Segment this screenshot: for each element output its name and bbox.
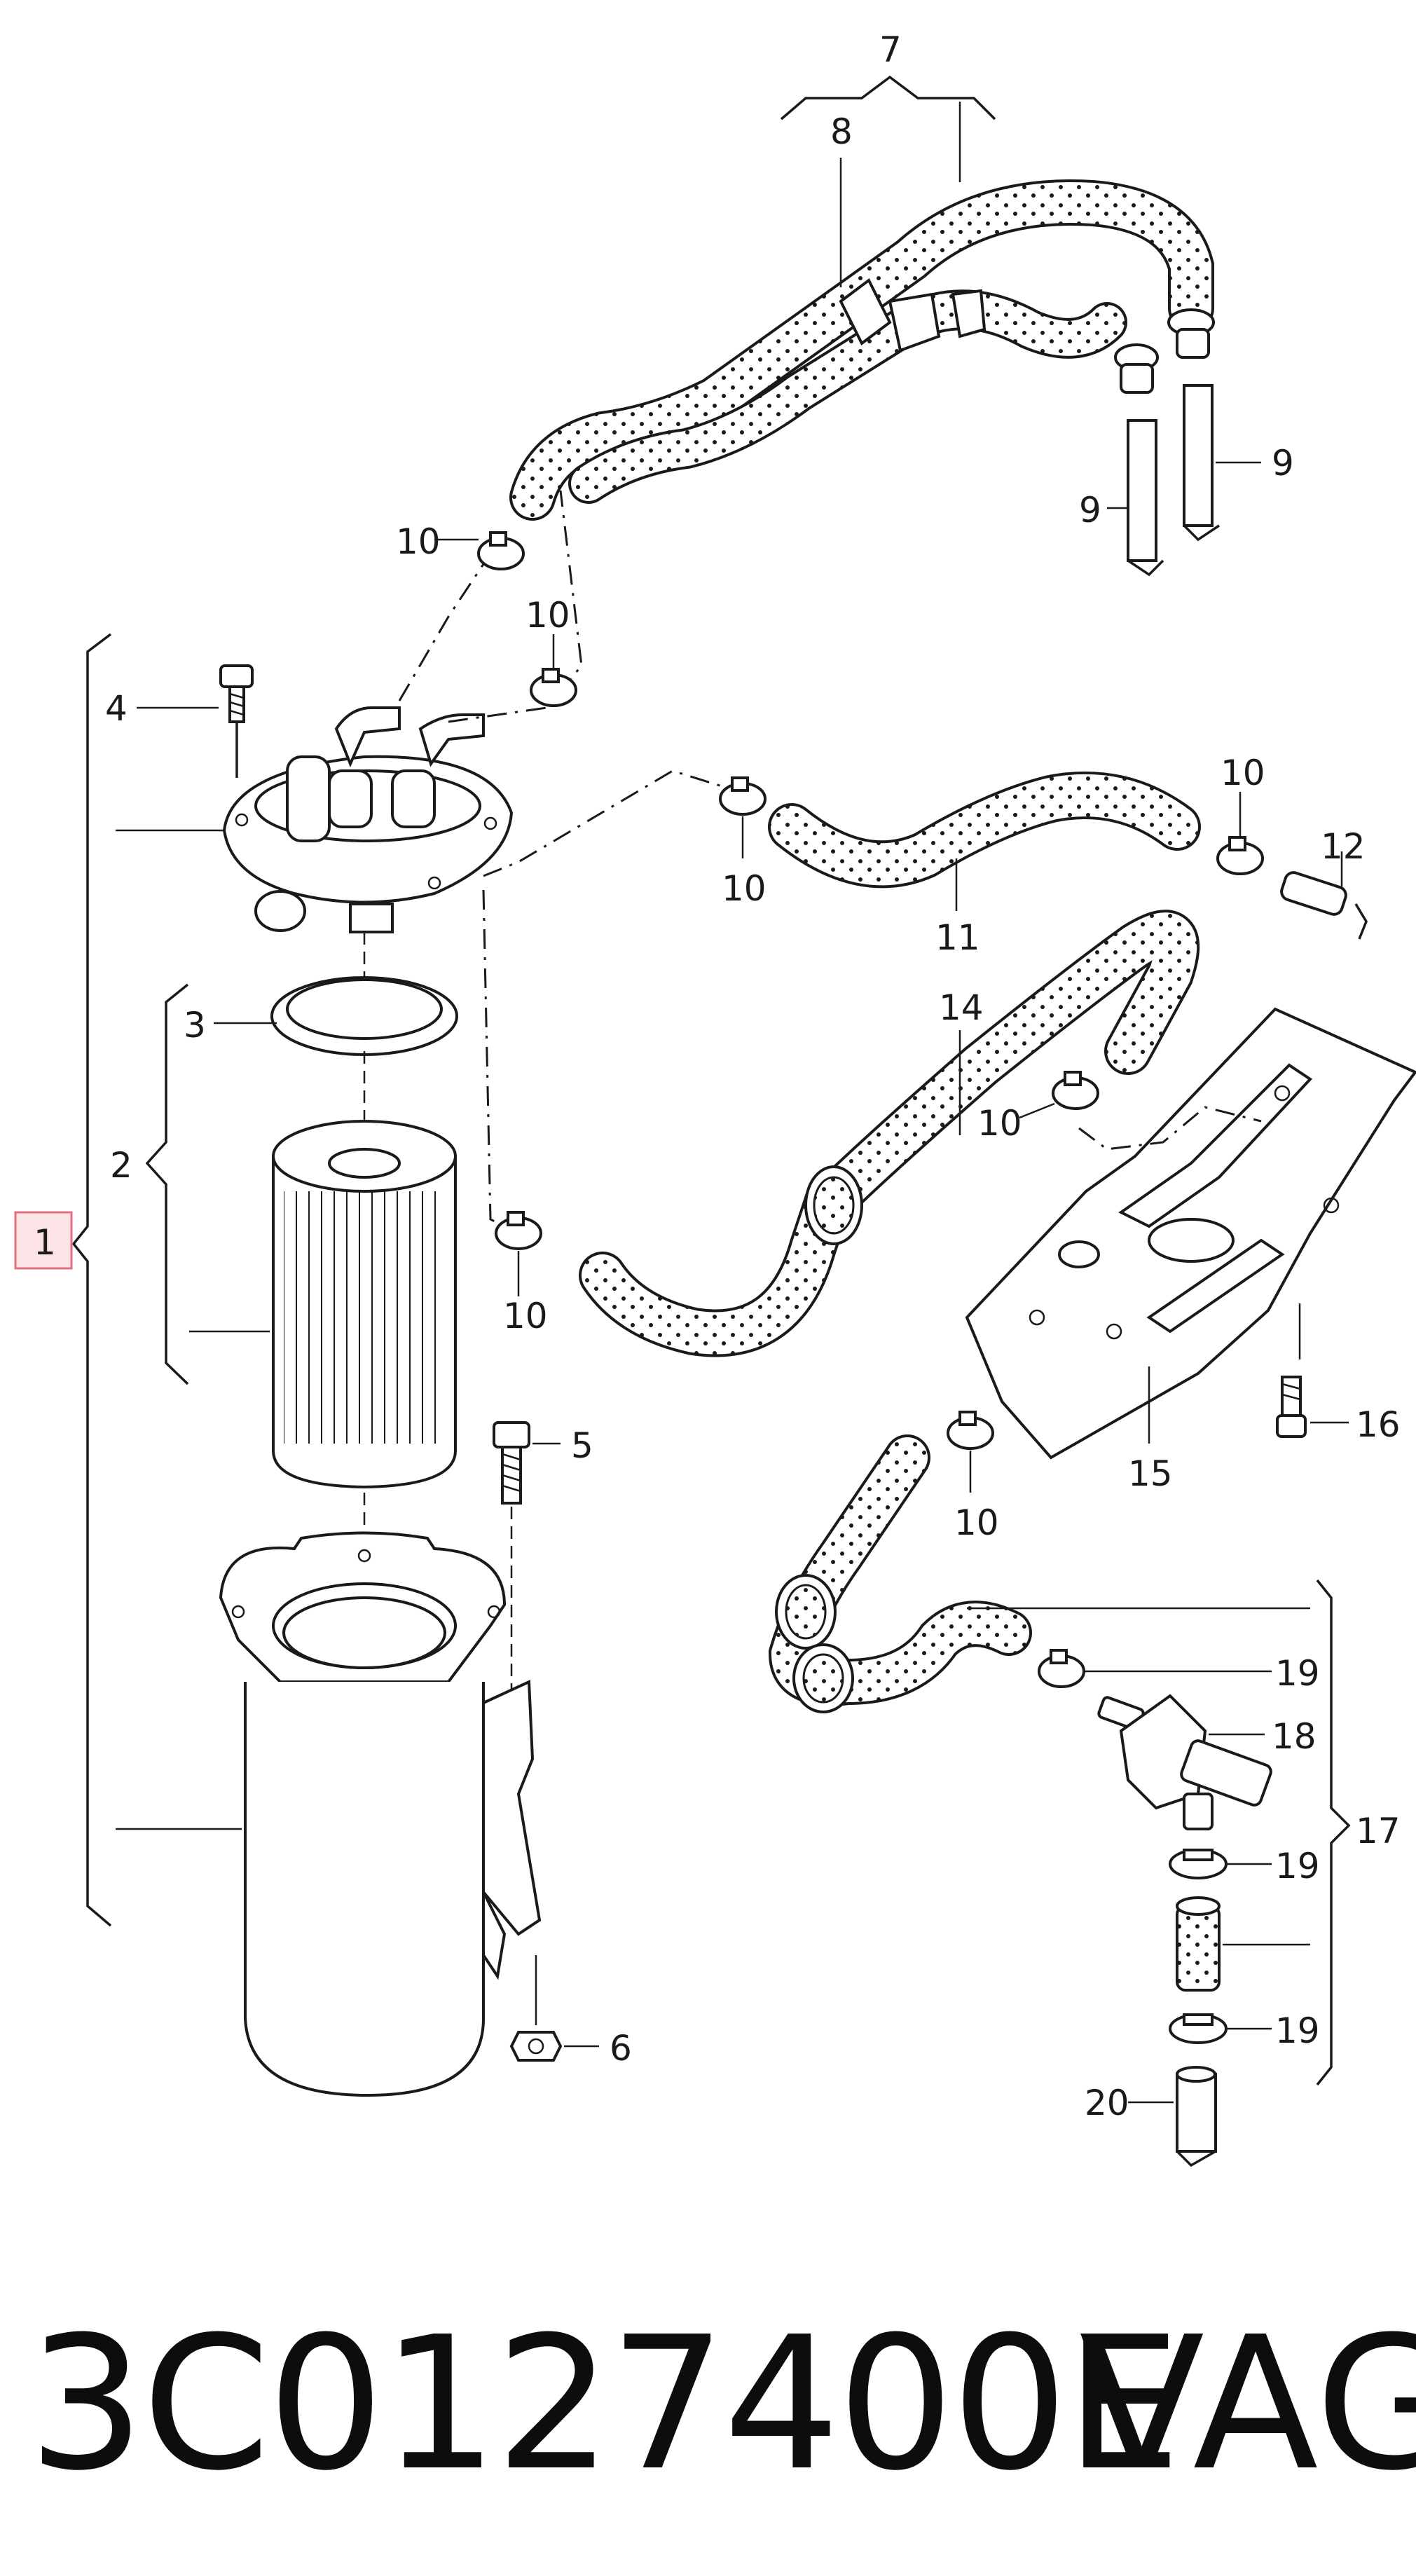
connector-18 [1097, 1694, 1272, 1830]
group-bracket-7 [780, 75, 996, 182]
clamp-10-mid-b [1216, 836, 1264, 875]
hose-lower [768, 1434, 1032, 1713]
callout-19-c: 19 [1275, 2010, 1320, 2051]
callout-10-e: 10 [977, 1103, 1022, 1144]
callout-8: 8 [830, 111, 853, 152]
bolt-4 [219, 664, 254, 778]
callout-10-b: 10 [525, 595, 570, 636]
callout-10-d: 10 [1221, 753, 1265, 793]
callout-15: 15 [1128, 1453, 1173, 1494]
highlight-box-1 [14, 1211, 73, 1270]
clamp-10-mid-a [719, 776, 767, 816]
pipe-9-b [1183, 384, 1220, 542]
callout-9-a: 9 [1272, 443, 1294, 484]
callout-2: 2 [110, 1145, 132, 1186]
callout-17: 17 [1356, 1811, 1401, 1851]
hose-set-7 [509, 179, 1215, 521]
callout-14: 14 [939, 987, 984, 1028]
bracket-15 [965, 1007, 1416, 1460]
callout-10-f: 10 [503, 1296, 548, 1336]
callout-12: 12 [1321, 826, 1366, 867]
clamp-19-a [1038, 1649, 1085, 1688]
callout-6: 6 [610, 2028, 632, 2069]
clamp-19-b [1169, 1849, 1228, 1879]
bolt-16 [1276, 1376, 1307, 1438]
clamp-10-top-a [477, 531, 525, 570]
seal-ring-3 [270, 976, 458, 1056]
nut-6 [509, 1955, 563, 2062]
callout-10-c: 10 [722, 868, 767, 909]
callout-10-a: 10 [396, 521, 441, 562]
callout-4: 4 [105, 688, 128, 729]
filter-element [272, 1120, 457, 1489]
clamp-10-lower-left [495, 1211, 542, 1250]
callout-11: 11 [935, 917, 980, 958]
assembly-bracket-1 [71, 633, 112, 1927]
callout-10-g: 10 [954, 1502, 999, 1543]
footer-caption: 3C0127400E VAG [28, 2297, 1416, 2523]
hose-short [1176, 1896, 1221, 1992]
hose-11 [768, 772, 1201, 889]
bracket-17 [967, 1579, 1351, 2086]
filter-head-cover [222, 706, 514, 933]
part-number: 3C0127400E [28, 2297, 1181, 2511]
filter-housing [219, 1531, 542, 2097]
callout-19-b: 19 [1275, 1846, 1320, 1886]
clamp-19-c [1169, 2013, 1228, 2044]
pipe-12 [1280, 871, 1368, 940]
group-bracket-2 [145, 983, 189, 1385]
bolt-5 [493, 1421, 530, 1724]
pipe-20 [1176, 2066, 1217, 2167]
callout-16: 16 [1356, 1404, 1401, 1445]
hose-14 [579, 910, 1200, 1357]
callout-1: 1 [34, 1222, 56, 1263]
brand-name: VAG [1079, 2297, 1416, 2511]
callout-19-a: 19 [1275, 1653, 1320, 1694]
pipe-9-a [1127, 419, 1164, 577]
callout-20: 20 [1085, 2083, 1129, 2123]
callout-9-b: 9 [1079, 490, 1101, 530]
clamp-10-lower [947, 1411, 994, 1450]
callout-18: 18 [1272, 1716, 1317, 1757]
clamp-10-top-b [530, 668, 577, 707]
clamp-10-hose14 [1052, 1071, 1099, 1110]
callout-7: 7 [879, 29, 902, 70]
callout-3: 3 [184, 1005, 206, 1046]
callout-5: 5 [571, 1425, 593, 1466]
